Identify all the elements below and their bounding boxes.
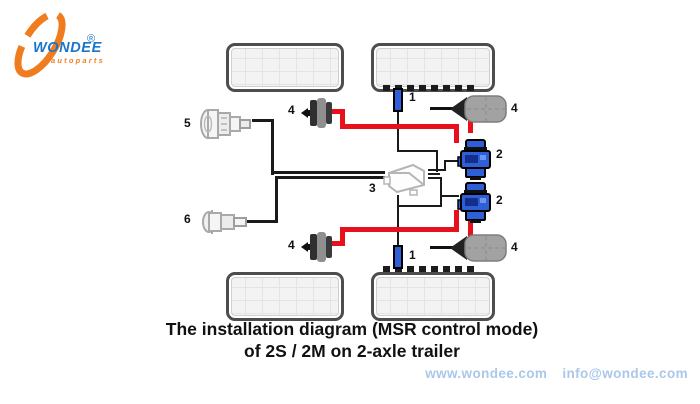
air-line-segment: [468, 112, 473, 133]
air-line-segment: [340, 124, 459, 129]
logo-swoosh-icon: [14, 10, 66, 78]
air-line-segment: [330, 109, 345, 114]
ecu: [381, 158, 431, 205]
spring-brake-chamber-icon: [430, 95, 507, 123]
brake-chamber-front-left: [300, 97, 334, 134]
wire-segment: [444, 160, 446, 171]
air-line-segment: [340, 109, 345, 129]
air-line-segment: [468, 218, 473, 238]
cable-segment: [246, 220, 278, 223]
air-line-segment: [340, 227, 345, 246]
callout-chamber-front-right: 4: [511, 101, 518, 115]
cable-segment: [252, 119, 274, 122]
wheel-speed-sensor-front: [393, 88, 403, 112]
callout-supply-connector: 5: [184, 116, 191, 130]
modulator-valve-icon: [457, 139, 491, 180]
callout-chamber-rear-right: 4: [511, 240, 518, 254]
supply-connector: [200, 106, 256, 147]
tire-rear-left: [226, 272, 344, 321]
wire-segment: [440, 177, 442, 207]
wire-segment: [397, 205, 442, 207]
wondee-logo: WONDEE ® autoparts: [0, 0, 170, 95]
logo-subtitle-text: autoparts: [51, 56, 105, 65]
callout-modulator-upper: 2: [496, 147, 503, 161]
brake-chamber-rear-left: [300, 231, 334, 268]
wire-segment: [444, 160, 459, 162]
supply-connector-icon: [200, 109, 251, 139]
wire-segment: [397, 206, 399, 247]
aux-connector-icon: [202, 210, 247, 234]
wire-segment: [397, 195, 399, 207]
modulator-valve-lower: [457, 182, 493, 229]
air-line-segment: [330, 241, 345, 246]
cable-segment: [275, 176, 385, 179]
exciter-ring-rear: [383, 266, 474, 272]
callout-chamber-front-left: 4: [288, 103, 295, 117]
logo-brand-text: WONDEE: [33, 40, 102, 56]
air-line-segment: [454, 124, 459, 143]
tire-front-left: [226, 43, 344, 92]
caption-line1: The installation diagram (MSR control mo…: [165, 319, 539, 339]
website-text: www.wondee.com: [425, 366, 548, 381]
aux-connector: [202, 207, 250, 242]
cable-segment: [271, 119, 274, 175]
callout-chamber-rear-left: 4: [288, 238, 295, 252]
email-text: info@wondee.com: [562, 366, 688, 381]
footer-contacts: www.wondee.com info@wondee.com: [425, 366, 688, 381]
wire-segment: [428, 173, 440, 175]
wire-segment: [436, 150, 438, 172]
registered-mark-icon: ®: [87, 33, 96, 45]
callout-modulator-lower: 2: [496, 193, 503, 207]
callout-aux-connector: 6: [184, 212, 191, 226]
wire-segment: [397, 150, 438, 152]
tire-rear-right: [371, 272, 495, 321]
ecu-icon: [383, 163, 425, 196]
wire-segment: [440, 195, 459, 197]
spring-brake-chamber-rear-right: [430, 233, 508, 268]
air-line-segment: [340, 227, 459, 232]
caption: The installation diagram (MSR control mo…: [0, 318, 700, 362]
brake-chamber-icon: [301, 232, 332, 262]
cable-segment: [271, 171, 385, 174]
modulator-valve-icon: [457, 182, 491, 223]
wire-segment: [428, 177, 442, 179]
spring-brake-chamber-front-right: [430, 94, 508, 129]
tire-front-right: [371, 43, 495, 92]
air-line-segment: [454, 210, 459, 232]
cable-segment: [275, 176, 278, 223]
callout-sensor-rear: 1: [409, 248, 416, 262]
wire-segment: [397, 110, 399, 152]
wire-segment: [428, 169, 446, 171]
wheel-speed-sensor-rear: [393, 245, 403, 269]
modulator-valve-upper: [457, 139, 493, 186]
caption-line2: of 2S / 2M on 2-axle trailer: [244, 341, 460, 361]
callout-sensor-front: 1: [409, 90, 416, 104]
brake-chamber-icon: [301, 98, 332, 128]
callout-ecu: 3: [369, 181, 376, 195]
spring-brake-chamber-icon: [430, 234, 507, 262]
